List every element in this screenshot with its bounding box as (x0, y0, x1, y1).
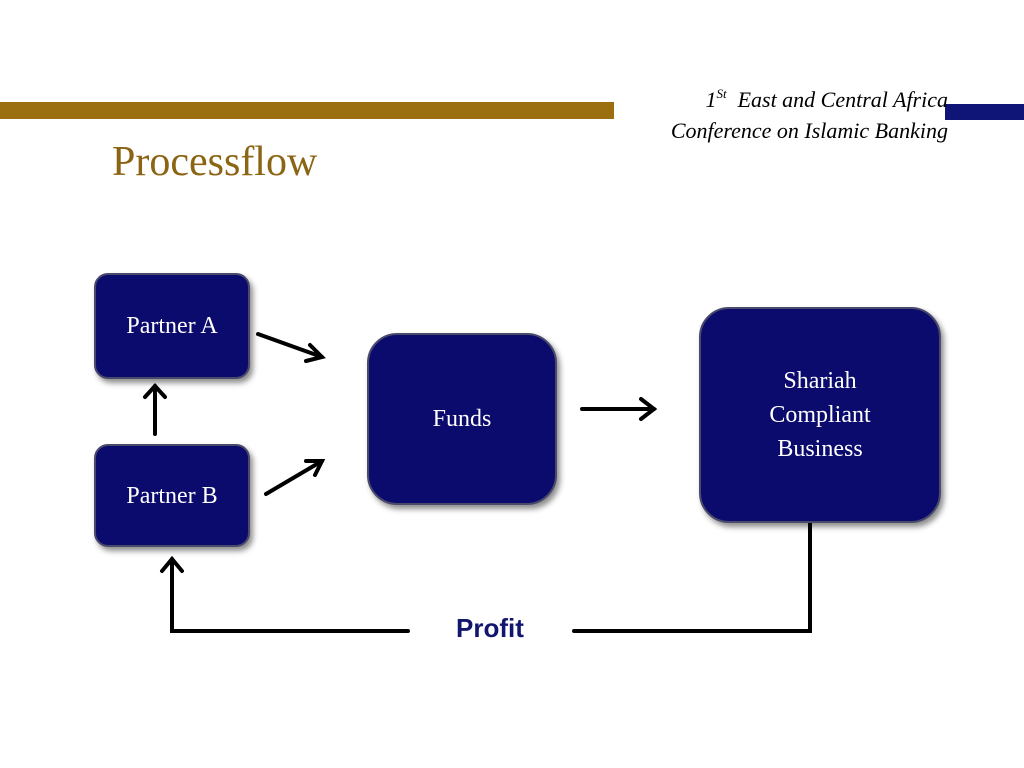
funds-box: Funds (367, 333, 557, 505)
arrow-partner-a-to-funds (256, 332, 324, 359)
partner-a-box: Partner A (94, 273, 250, 379)
partner-b-label: Partner B (126, 482, 218, 509)
business-label-line-3: Business (777, 436, 863, 462)
profit-label: Profit (456, 613, 524, 643)
partner-a-label: Partner A (126, 313, 218, 339)
funds-label: Funds (432, 406, 492, 432)
arrowhead-profit-to-partner-b (160, 555, 184, 573)
profit-line-left (170, 557, 410, 633)
arrowhead-partner-b-to-funds (304, 459, 326, 477)
arrowhead-partner-b-to-partner-a (143, 383, 167, 399)
shariah-compliant-business-box: Shariah Compliant Business (699, 307, 941, 523)
conference-line-1: 1St East and Central Africa (588, 84, 948, 115)
conference-line-2: Conference on Islamic Banking (670, 118, 948, 143)
business-label: Shariah Compliant Business (769, 364, 870, 466)
conference-region: East and Central Africa (737, 87, 948, 112)
conference-header: 1St East and Central Africa Conference o… (588, 84, 948, 146)
business-label-line-2: Compliant (769, 402, 871, 428)
arrowhead-partner-a-to-funds (304, 343, 326, 363)
conference-ordinal: 1 (705, 87, 717, 112)
conference-ordinal-suffix: St (716, 86, 727, 101)
business-label-line-1: Shariah (783, 368, 857, 394)
header-navy-bar (945, 104, 1024, 120)
header-gold-bar (0, 102, 614, 119)
arrow-partner-b-to-funds (264, 459, 324, 496)
partner-b-box: Partner B (94, 444, 250, 547)
profit-line-right (572, 518, 812, 633)
arrowhead-funds-to-business (639, 397, 658, 421)
slide-title: Processflow (112, 139, 318, 185)
